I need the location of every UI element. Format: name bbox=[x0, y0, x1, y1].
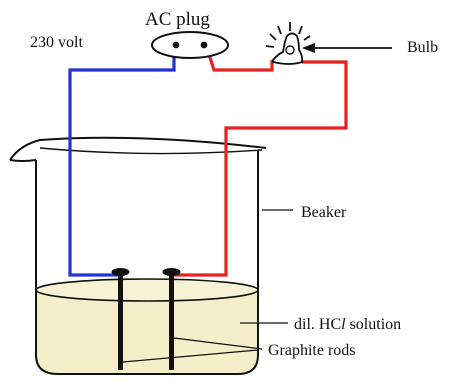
bulb-icon bbox=[265, 22, 311, 65]
ac-plug-label: AC plug bbox=[145, 9, 210, 30]
bulb-pointer bbox=[302, 43, 392, 53]
graphite-rods-label: Graphite rods bbox=[268, 342, 356, 359]
blue-wire bbox=[68, 45, 176, 277]
rod-cap-right bbox=[162, 268, 181, 276]
graphite-rod-left bbox=[118, 272, 123, 370]
red-wire bbox=[172, 44, 348, 277]
graphite-rod-right bbox=[169, 272, 174, 370]
graphite-rods bbox=[111, 268, 181, 370]
hcl-solution bbox=[36, 282, 258, 374]
solution-label: dil. HCl solution bbox=[294, 316, 401, 333]
solution-surface bbox=[35, 278, 259, 302]
solution-label-suffix: solution bbox=[346, 316, 402, 333]
beaker bbox=[9, 136, 267, 375]
rod-leader-right bbox=[173, 337, 263, 350]
rod-leader-left bbox=[122, 349, 259, 363]
plug-pin-left bbox=[172, 41, 180, 49]
beaker-label: Beaker bbox=[301, 204, 347, 221]
ac-plug bbox=[151, 31, 229, 59]
voltage-label: 230 volt bbox=[30, 34, 83, 51]
plug-pin-right bbox=[200, 41, 208, 49]
bulb-label: Bulb bbox=[407, 39, 438, 56]
solution-label-prefix: dil. HC bbox=[294, 316, 341, 333]
rod-cap-left bbox=[111, 268, 130, 276]
solution-label-italic: l bbox=[341, 316, 346, 333]
